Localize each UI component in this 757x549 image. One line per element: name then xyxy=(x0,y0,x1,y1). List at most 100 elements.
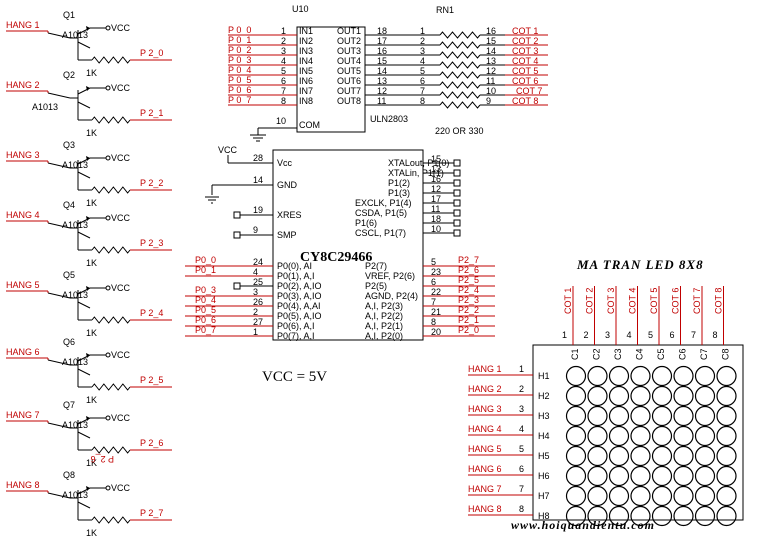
led-r5-c2 xyxy=(587,445,608,467)
uln-out-name-8: OUT8 xyxy=(337,96,361,106)
arrow-head xyxy=(86,353,90,358)
emitter-wire xyxy=(47,359,71,366)
resistor-value-5: 1K xyxy=(86,328,97,338)
port-label-7: P 2_6 xyxy=(140,438,163,448)
mcu-left-name-4: P0(3), A,IO xyxy=(277,291,322,301)
rn-resistor-8 xyxy=(439,101,481,109)
uln-out-name-2: OUT2 xyxy=(337,36,361,46)
uln-in-net-7: P 0_6 xyxy=(228,85,251,95)
matrix-row-label-5: HANG 5 xyxy=(468,444,502,454)
rn-left-pin-2: 2 xyxy=(420,36,425,46)
uln-in-name-2: IN2 xyxy=(299,36,313,46)
uln-in-name-8: IN8 xyxy=(299,96,313,106)
led-r4-c4 xyxy=(630,425,651,447)
mcu-right-top-name-6: CSDA, P1(5) xyxy=(355,208,407,218)
mcu-open-pin xyxy=(453,209,461,217)
led-r2-c4 xyxy=(630,385,651,407)
mcu-open-pin xyxy=(453,179,461,187)
mcu-open-pin xyxy=(453,199,461,207)
vcc-label-8: VCC xyxy=(111,483,131,493)
mcu-left-net-8: P0_7 xyxy=(195,325,216,335)
mcu-left-top-pin-3: 19 xyxy=(253,205,263,215)
rn-cot-4: COT 4 xyxy=(512,56,538,66)
mcu-right-pin-4: 22 xyxy=(431,287,441,297)
transistor-ref-7: Q7 xyxy=(63,400,75,410)
matrix-col-label-1: COT 1 xyxy=(563,288,573,314)
hang-label-3: HANG 3 xyxy=(6,150,40,160)
uln-in-net-1: P 0_0 xyxy=(228,25,251,35)
emitter-wire xyxy=(47,222,71,229)
resistor-value-4: 1K xyxy=(86,258,97,268)
led-r6-c4 xyxy=(630,465,651,487)
matrix-row-name-6: H6 xyxy=(538,471,550,481)
led-r4-c8 xyxy=(716,425,737,447)
matrix-row-label-3: HANG 3 xyxy=(468,404,502,414)
led-r8-c7 xyxy=(694,505,716,527)
base-resistor-7 xyxy=(91,446,131,454)
uln-out-name-1: OUT1 xyxy=(337,26,361,36)
rn-value: 220 OR 330 xyxy=(435,126,484,136)
matrix-row-label-7: HANG 7 xyxy=(468,484,502,494)
mcu-right-name-8: A,I, P2(0) xyxy=(365,331,403,341)
rn-cot-8: COT 8 xyxy=(512,96,538,106)
rn-left-pin-7: 7 xyxy=(420,86,425,96)
port-label-6: P 2_5 xyxy=(140,375,163,385)
matrix-row-pin-3: 3 xyxy=(519,404,524,414)
uln-out-pin-4: 15 xyxy=(377,56,387,66)
led-r7-c4 xyxy=(630,485,651,507)
led-r4-c2 xyxy=(587,425,608,447)
uln-out-pin-3: 16 xyxy=(377,46,387,56)
led-r5-c6 xyxy=(673,445,694,467)
matrix-row-label-8: HANG 8 xyxy=(468,504,502,514)
matrix-row-pin-1: 1 xyxy=(519,364,524,374)
matrix-frame xyxy=(532,344,744,521)
led-r6-c3 xyxy=(608,465,630,487)
arrow-head xyxy=(86,26,90,31)
part-label-8: A1013 xyxy=(62,490,88,500)
base-resistor-1 xyxy=(91,56,131,64)
vcc-label-5: VCC xyxy=(111,283,131,293)
led-r3-c8 xyxy=(716,405,737,427)
hang-label-8: HANG 8 xyxy=(6,480,40,490)
rn-right-pin-6: 11 xyxy=(486,76,495,86)
emitter-lead2 xyxy=(77,301,91,309)
rn-right-pin-2: 15 xyxy=(486,36,496,46)
part-label-2: A1013 xyxy=(32,102,58,112)
matrix-col-pin-2: 2 xyxy=(584,330,589,340)
led-r1-c6 xyxy=(673,365,694,387)
led-r2-c3 xyxy=(608,385,630,407)
mcu-left-top-name-4: SMP xyxy=(277,230,297,240)
mcu-right-net-3: P2_5 xyxy=(458,275,479,285)
mcu-left-pin-3: 25 xyxy=(253,277,263,287)
uln-part: ULN2803 xyxy=(370,114,408,124)
mcu-right-net-5: P2_3 xyxy=(458,295,479,305)
mcu-right-top-pin-2: 13 xyxy=(431,164,441,174)
led-r6-c8 xyxy=(716,465,737,487)
port-label-1: P 2_0 xyxy=(140,48,163,58)
vcc-terminal xyxy=(105,485,111,491)
uln-in-pin-1: 1 xyxy=(281,26,286,36)
emitter-lead2 xyxy=(77,101,91,109)
mcu-left-top-name-1: Vcc xyxy=(277,158,293,168)
emitter-wire xyxy=(47,32,71,39)
rn-resistor-7 xyxy=(439,91,481,99)
mcu-right-net-2: P2_6 xyxy=(458,265,479,275)
uln-in-name-7: IN7 xyxy=(299,86,313,96)
resistor-value-7: 1K xyxy=(86,458,97,468)
mcu-left-top-pin-1: 28 xyxy=(253,153,263,163)
led-r3-c5 xyxy=(651,405,673,427)
uln-in-name-6: IN6 xyxy=(299,76,313,86)
vcc-label-6: VCC xyxy=(111,350,131,360)
matrix-col-label-4: COT 4 xyxy=(628,288,638,314)
part-label-4: A1013 xyxy=(62,220,88,230)
port-label-3: P 2_2 xyxy=(140,178,163,188)
vcc-label-2: VCC xyxy=(111,83,131,93)
mcu-right-top-name-2: XTALin, P1(1) xyxy=(388,168,444,178)
transistor-ref-5: Q5 xyxy=(63,270,75,280)
uln-in-net-3: P 0_2 xyxy=(228,45,251,55)
matrix-col-pin-7: 7 xyxy=(691,330,696,340)
hang-label-1: HANG 1 xyxy=(6,20,40,30)
resistor-value-2: 1K xyxy=(86,128,97,138)
